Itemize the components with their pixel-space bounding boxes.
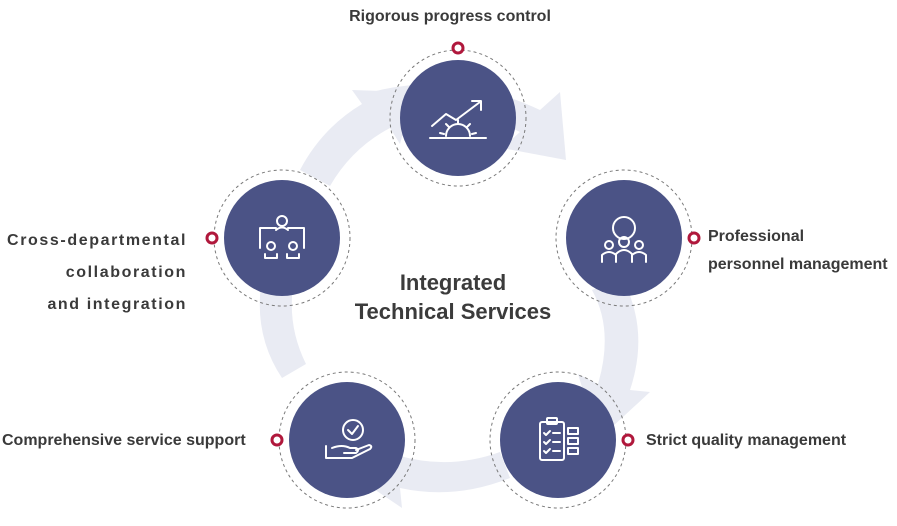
hand-checkmark-icon — [325, 419, 373, 459]
center-title-line-1: Integrated — [399, 270, 507, 295]
team-gear-icon — [601, 216, 647, 263]
center-title-line-2: Technical Services — [354, 299, 552, 324]
node-label-collaboration: Cross-departmental collaboration and int… — [7, 225, 187, 321]
node-label-progress: Rigorous progress control — [300, 3, 600, 31]
node-label-line: Comprehensive service support — [2, 432, 246, 449]
node-label-line: Strict quality management — [646, 432, 847, 449]
node-label-line: collaboration — [65, 264, 187, 281]
node-label-service: Comprehensive service support — [2, 427, 246, 455]
node-label-personnel: Professional personnel management — [708, 223, 888, 279]
node-progress — [389, 41, 527, 187]
node-circle — [224, 180, 340, 296]
node-ring — [213, 169, 351, 307]
node-circle — [500, 382, 616, 498]
node-label-line: personnel management — [708, 256, 888, 273]
node-dot — [270, 433, 284, 447]
cycle-arrow-5 — [300, 90, 414, 186]
node-label-line: Rigorous progress control — [349, 8, 551, 25]
node-label-quality: Strict quality management — [646, 427, 846, 455]
node-label-line: Cross-departmental — [7, 232, 187, 249]
node-dot — [451, 41, 465, 55]
center-title: Integrated Technical Services — [303, 268, 603, 326]
node-circle — [289, 382, 405, 498]
node-dot — [205, 231, 219, 245]
node-ring — [278, 371, 416, 509]
checklist-clipboard-icon — [539, 417, 579, 461]
growth-chart-gear-icon — [429, 100, 487, 139]
node-dot — [687, 231, 701, 245]
node-collaboration — [205, 169, 351, 307]
node-service — [270, 371, 416, 509]
node-dot — [621, 433, 635, 447]
node-quality — [489, 371, 635, 509]
node-label-line: Professional — [708, 228, 805, 245]
node-label-line: and integration — [47, 296, 187, 313]
node-personnel — [555, 169, 701, 307]
connected-puzzle-hands-icon — [259, 215, 305, 259]
